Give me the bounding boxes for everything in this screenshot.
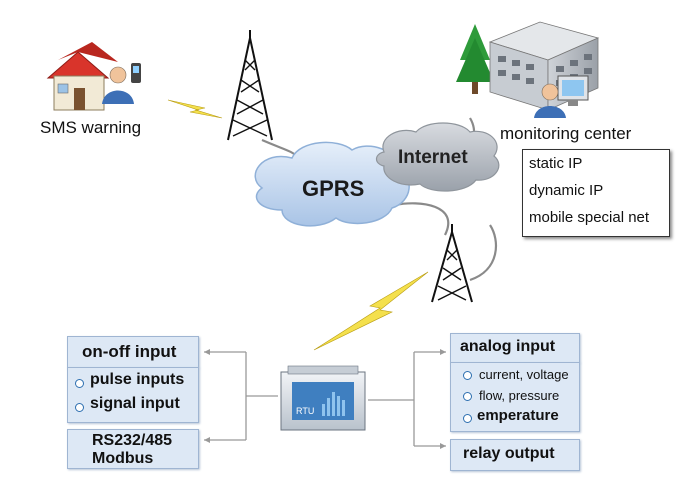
house-icon xyxy=(46,42,118,111)
computer-icon xyxy=(557,75,589,106)
ip-options-box: static IP dynamic IP mobile special net xyxy=(522,149,670,237)
lightning-icon-2 xyxy=(313,271,429,351)
comm-line: RS232/485 xyxy=(92,432,173,449)
rtu-device-icon xyxy=(280,365,366,431)
list-item: emperature xyxy=(477,407,559,424)
radio-tower-icon-2 xyxy=(431,224,473,303)
tree-icon xyxy=(456,24,494,94)
list-item: pulse inputs xyxy=(90,371,185,388)
internet-cloud-icon xyxy=(375,122,500,192)
ip-option: static IP xyxy=(529,155,583,172)
panel-connectors xyxy=(204,351,446,447)
bullet-icon xyxy=(75,379,84,388)
ip-option: dynamic IP xyxy=(529,182,604,199)
bullet-icon xyxy=(75,403,84,412)
bullet-icon xyxy=(463,371,472,380)
radio-tower-icon xyxy=(227,30,273,141)
internet-label: Internet xyxy=(398,147,468,168)
sms-warning-label: SMS warning xyxy=(40,118,142,137)
analog-list-panel: current, voltage flow, pressure emperatu… xyxy=(450,362,580,432)
ip-option: mobile special net xyxy=(529,209,650,226)
list-item: flow, pressure xyxy=(479,388,560,403)
connector-arrowheads xyxy=(204,349,446,449)
gprs-label: GPRS xyxy=(302,176,365,201)
operator-person-icon xyxy=(534,83,566,118)
monitoring-center-label: monitoring center xyxy=(500,124,632,143)
list-item: current, voltage xyxy=(479,367,569,382)
comm-panel: RS232/485 Modbus xyxy=(67,429,199,469)
input-list-panel: pulse inputs signal input xyxy=(67,367,199,423)
relay-output-panel: relay output xyxy=(450,439,580,471)
relay-output-title: relay output xyxy=(463,445,555,462)
list-item: signal input xyxy=(90,395,180,412)
on-off-input-title: on-off input xyxy=(82,342,177,361)
on-off-input-panel: on-off input xyxy=(67,336,199,368)
phone-icon xyxy=(131,63,141,83)
lightning-icon xyxy=(167,99,223,119)
analog-input-panel: analog input xyxy=(450,333,580,363)
person-icon xyxy=(102,66,134,104)
analog-input-title: analog input xyxy=(460,338,556,355)
bullet-icon xyxy=(463,414,472,423)
bullet-icon xyxy=(463,392,472,401)
rtu-label: RTU xyxy=(296,406,314,416)
comm-line: Modbus xyxy=(92,450,154,467)
